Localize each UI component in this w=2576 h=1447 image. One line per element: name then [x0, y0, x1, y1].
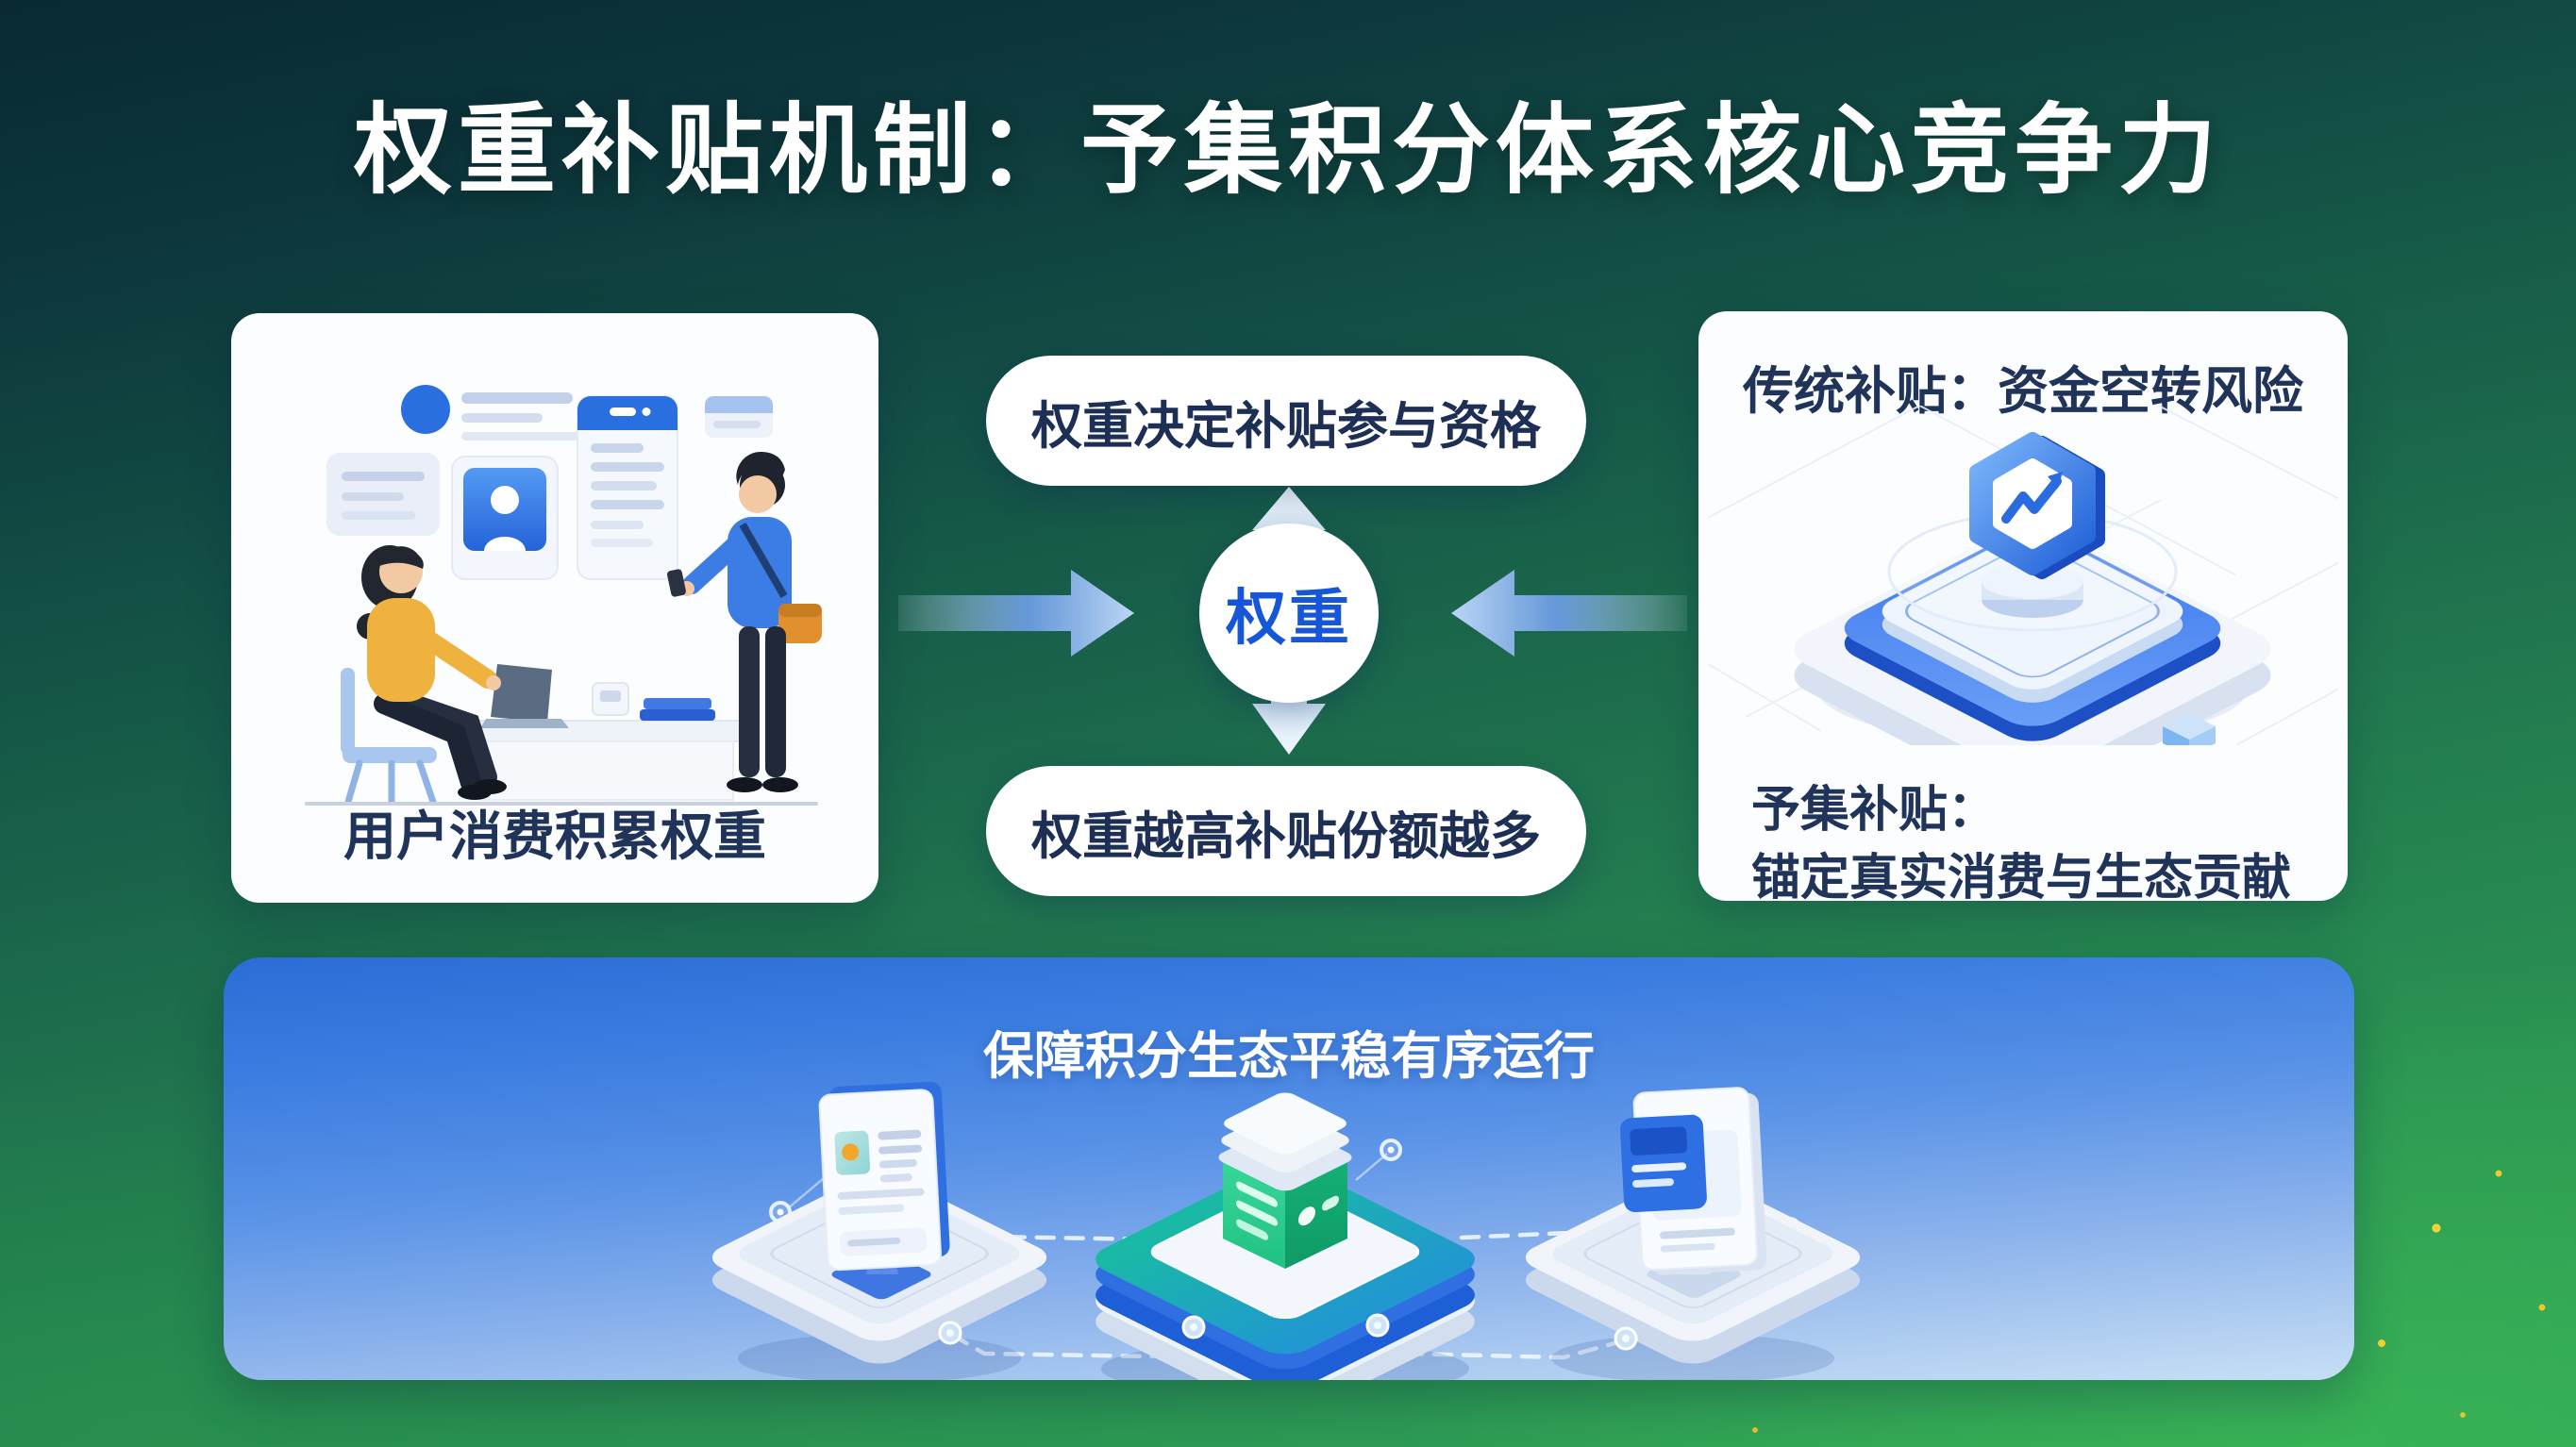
ecosystem-illustration	[711, 1081, 1861, 1380]
pill-eligibility: 权重决定补贴参与资格	[986, 356, 1586, 486]
zigzag-icon	[2001, 476, 2062, 524]
right-card: 传统补贴：资金空转风险	[1698, 311, 2348, 906]
monitor-chat-icon	[1525, 1087, 1861, 1364]
right-card-subsidy-text: 予集补贴： 锚定真实消费与生态贡献	[1751, 777, 2291, 913]
shield-badge-icon	[1969, 432, 2105, 579]
subsidy-line-2: 锚定真实消费与生态贡献	[1751, 850, 2292, 906]
consultation-illustration	[305, 385, 822, 806]
seated-woman	[341, 545, 507, 806]
pill-share: 权重越高补贴份额越多	[986, 766, 1586, 896]
connector-nodes	[938, 1313, 1638, 1351]
wall-panels	[326, 385, 773, 580]
platform-stack	[1794, 524, 2271, 745]
page-title: 权重补贴机制：予集积分体系核心竞争力	[353, 96, 2222, 206]
pedestal	[1982, 563, 2083, 618]
desk	[460, 664, 751, 801]
subsidy-line-1: 予集补贴：	[1751, 783, 1998, 838]
shield-platform-illustration	[1708, 406, 2338, 745]
standing-man	[667, 451, 822, 792]
server-platform-icon	[1096, 1092, 1475, 1380]
chat-panel-icon	[1619, 1114, 1707, 1213]
document-card-icon	[577, 395, 678, 580]
books-icon	[644, 698, 711, 709]
bottom-banner: 保障积分生态平稳有序运行	[224, 957, 2354, 1380]
hub-label: 权重	[1226, 584, 1352, 652]
weight-hub: 权重	[1199, 524, 1379, 703]
phone-icon	[667, 569, 686, 597]
floating-cube-icon	[2163, 713, 2216, 745]
arrow-down-icon	[1252, 658, 1326, 755]
arrow-left-icon	[1451, 570, 1687, 657]
profile-card-icon	[451, 456, 559, 580]
arrow-right-icon	[898, 570, 1134, 657]
right-card-top-text: 传统补贴：资金空转风险	[1743, 363, 2303, 420]
left-card: 用户消费积累权重	[231, 313, 878, 903]
banner-title: 保障积分生态平稳有序运行	[983, 1028, 1595, 1085]
monitor-dashboard-icon	[711, 1081, 1047, 1364]
left-card-caption: 用户消费积累权重	[343, 807, 766, 866]
laptop-icon	[491, 664, 552, 723]
